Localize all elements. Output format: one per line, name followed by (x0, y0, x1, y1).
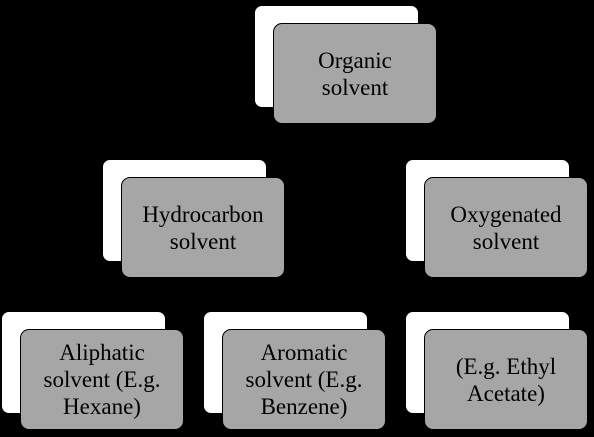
node-label: (E.g. Ethyl Acetate) (455, 353, 557, 406)
node-card: (E.g. Ethyl Acetate) (424, 329, 588, 430)
node-label: Oxygenated solvent (450, 201, 562, 254)
node-card: Aromatic solvent (E.g. Benzene) (222, 329, 386, 430)
node-card: Oxygenated solvent (424, 177, 588, 278)
node-card: Organic solvent (273, 23, 437, 124)
node-label: Aliphatic solvent (E.g. Hexane) (43, 340, 161, 419)
node-card: Aliphatic solvent (E.g. Hexane) (20, 329, 184, 430)
node-label: Hydrocarbon solvent (142, 201, 264, 254)
node-label: Aromatic solvent (E.g. Benzene) (245, 340, 363, 419)
node-label: Organic solvent (318, 47, 392, 100)
node-card: Hydrocarbon solvent (121, 177, 285, 278)
